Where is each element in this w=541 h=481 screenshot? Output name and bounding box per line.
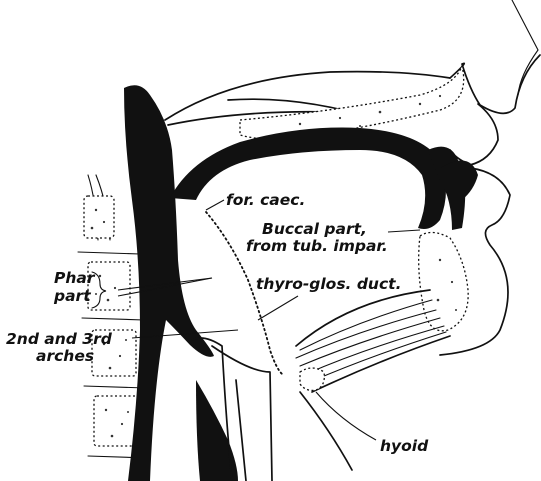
head-outline	[165, 0, 540, 355]
label-thyroglossal-duct: thyro-glos. duct.	[256, 275, 401, 293]
label-phar-line2: part	[53, 287, 91, 305]
label-buccal-part-line1: Buccal part,	[262, 220, 367, 238]
label-hyoid: hyoid	[380, 437, 429, 455]
label-arches-line2: arches	[36, 347, 94, 365]
leader-for-caec	[206, 200, 224, 210]
leader-hyoid	[316, 392, 376, 440]
hyoid-bone	[300, 368, 324, 390]
label-arches-line1: 2nd and 3rd	[6, 330, 113, 348]
leader-buccal-part	[388, 230, 420, 232]
label-phar-line1: Phar	[54, 269, 96, 287]
labels: for. caec. Buccal part, from tub. impar.…	[6, 191, 429, 455]
label-buccal-part-line2: from tub. impar.	[246, 237, 388, 255]
vertebra-4	[94, 396, 138, 446]
mandible	[419, 232, 469, 330]
label-for-caec: for. caec.	[226, 191, 305, 209]
vertebra-1	[84, 196, 114, 238]
leader-thyroglossal-duct	[258, 296, 298, 320]
